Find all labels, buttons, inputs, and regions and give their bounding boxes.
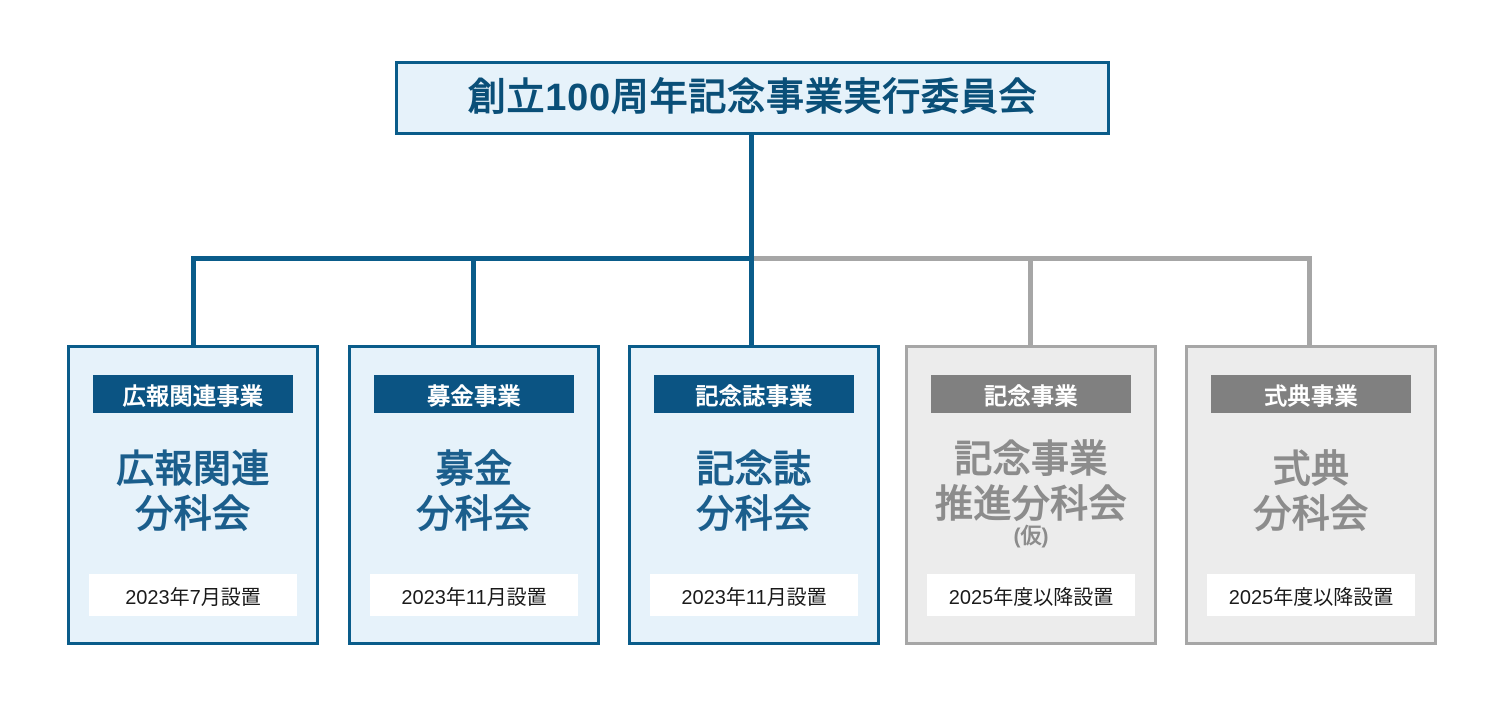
connector-drop-2 xyxy=(471,256,476,348)
child-node-bokin[interactable]: 募金事業 募金 分科会 2023年11月設置 xyxy=(348,345,600,645)
node-title: 式典 分科会 xyxy=(1188,413,1434,574)
node-footer-date: 2023年11月設置 xyxy=(650,574,858,616)
node-badge: 記念事業 xyxy=(931,375,1131,413)
connector-root-stem xyxy=(749,135,754,261)
node-title-line-2: 分科会 xyxy=(1253,493,1369,536)
node-title-line-1: 広報関連 xyxy=(116,448,270,491)
node-title-line-2: 推進分科会 xyxy=(935,484,1127,526)
node-title-line-2: 分科会 xyxy=(135,493,251,536)
root-node-label: 創立100周年記念事業実行委員会 xyxy=(467,77,1038,119)
node-footer-date: 2025年度以降設置 xyxy=(1207,574,1415,616)
connector-drop-4 xyxy=(1028,256,1033,348)
node-title-line-1: 記念事業 xyxy=(954,439,1108,482)
child-node-kinenjigyo[interactable]: 記念事業 記念事業 推進分科会 (仮) 2025年度以降設置 xyxy=(905,345,1157,645)
node-footer-date: 2023年11月設置 xyxy=(370,574,578,616)
node-title-line-1: 式典 xyxy=(1272,448,1350,491)
child-node-kinenshi[interactable]: 記念誌事業 記念誌 分科会 2023年11月設置 xyxy=(628,345,880,645)
node-title: 記念誌 分科会 xyxy=(631,413,877,574)
child-node-shikiten[interactable]: 式典事業 式典 分科会 2025年度以降設置 xyxy=(1185,345,1437,645)
connector-drop-5 xyxy=(1307,256,1312,348)
node-title-note: (仮) xyxy=(1013,524,1049,548)
node-footer-date: 2025年度以降設置 xyxy=(927,574,1135,616)
node-badge: 記念誌事業 xyxy=(654,375,854,413)
node-title-line-2: 分科会 xyxy=(416,493,532,536)
node-title-line-2: 分科会 xyxy=(696,493,812,536)
node-title: 募金 分科会 xyxy=(351,413,597,574)
node-title-line-1: 募金 xyxy=(435,448,513,491)
node-badge: 式典事業 xyxy=(1211,375,1411,413)
node-badge: 広報関連事業 xyxy=(93,375,293,413)
connector-drop-3 xyxy=(749,256,754,348)
node-title-line-1: 記念誌 xyxy=(696,448,812,491)
node-badge: 募金事業 xyxy=(374,375,574,413)
child-node-koho[interactable]: 広報関連事業 広報関連 分科会 2023年7月設置 xyxy=(67,345,319,645)
root-node-committee[interactable]: 創立100周年記念事業実行委員会 xyxy=(395,61,1110,135)
connector-drop-1 xyxy=(191,256,196,348)
node-footer-date: 2023年7月設置 xyxy=(89,574,297,616)
node-title: 広報関連 分科会 xyxy=(70,413,316,574)
node-title: 記念事業 推進分科会 (仮) xyxy=(908,413,1154,574)
